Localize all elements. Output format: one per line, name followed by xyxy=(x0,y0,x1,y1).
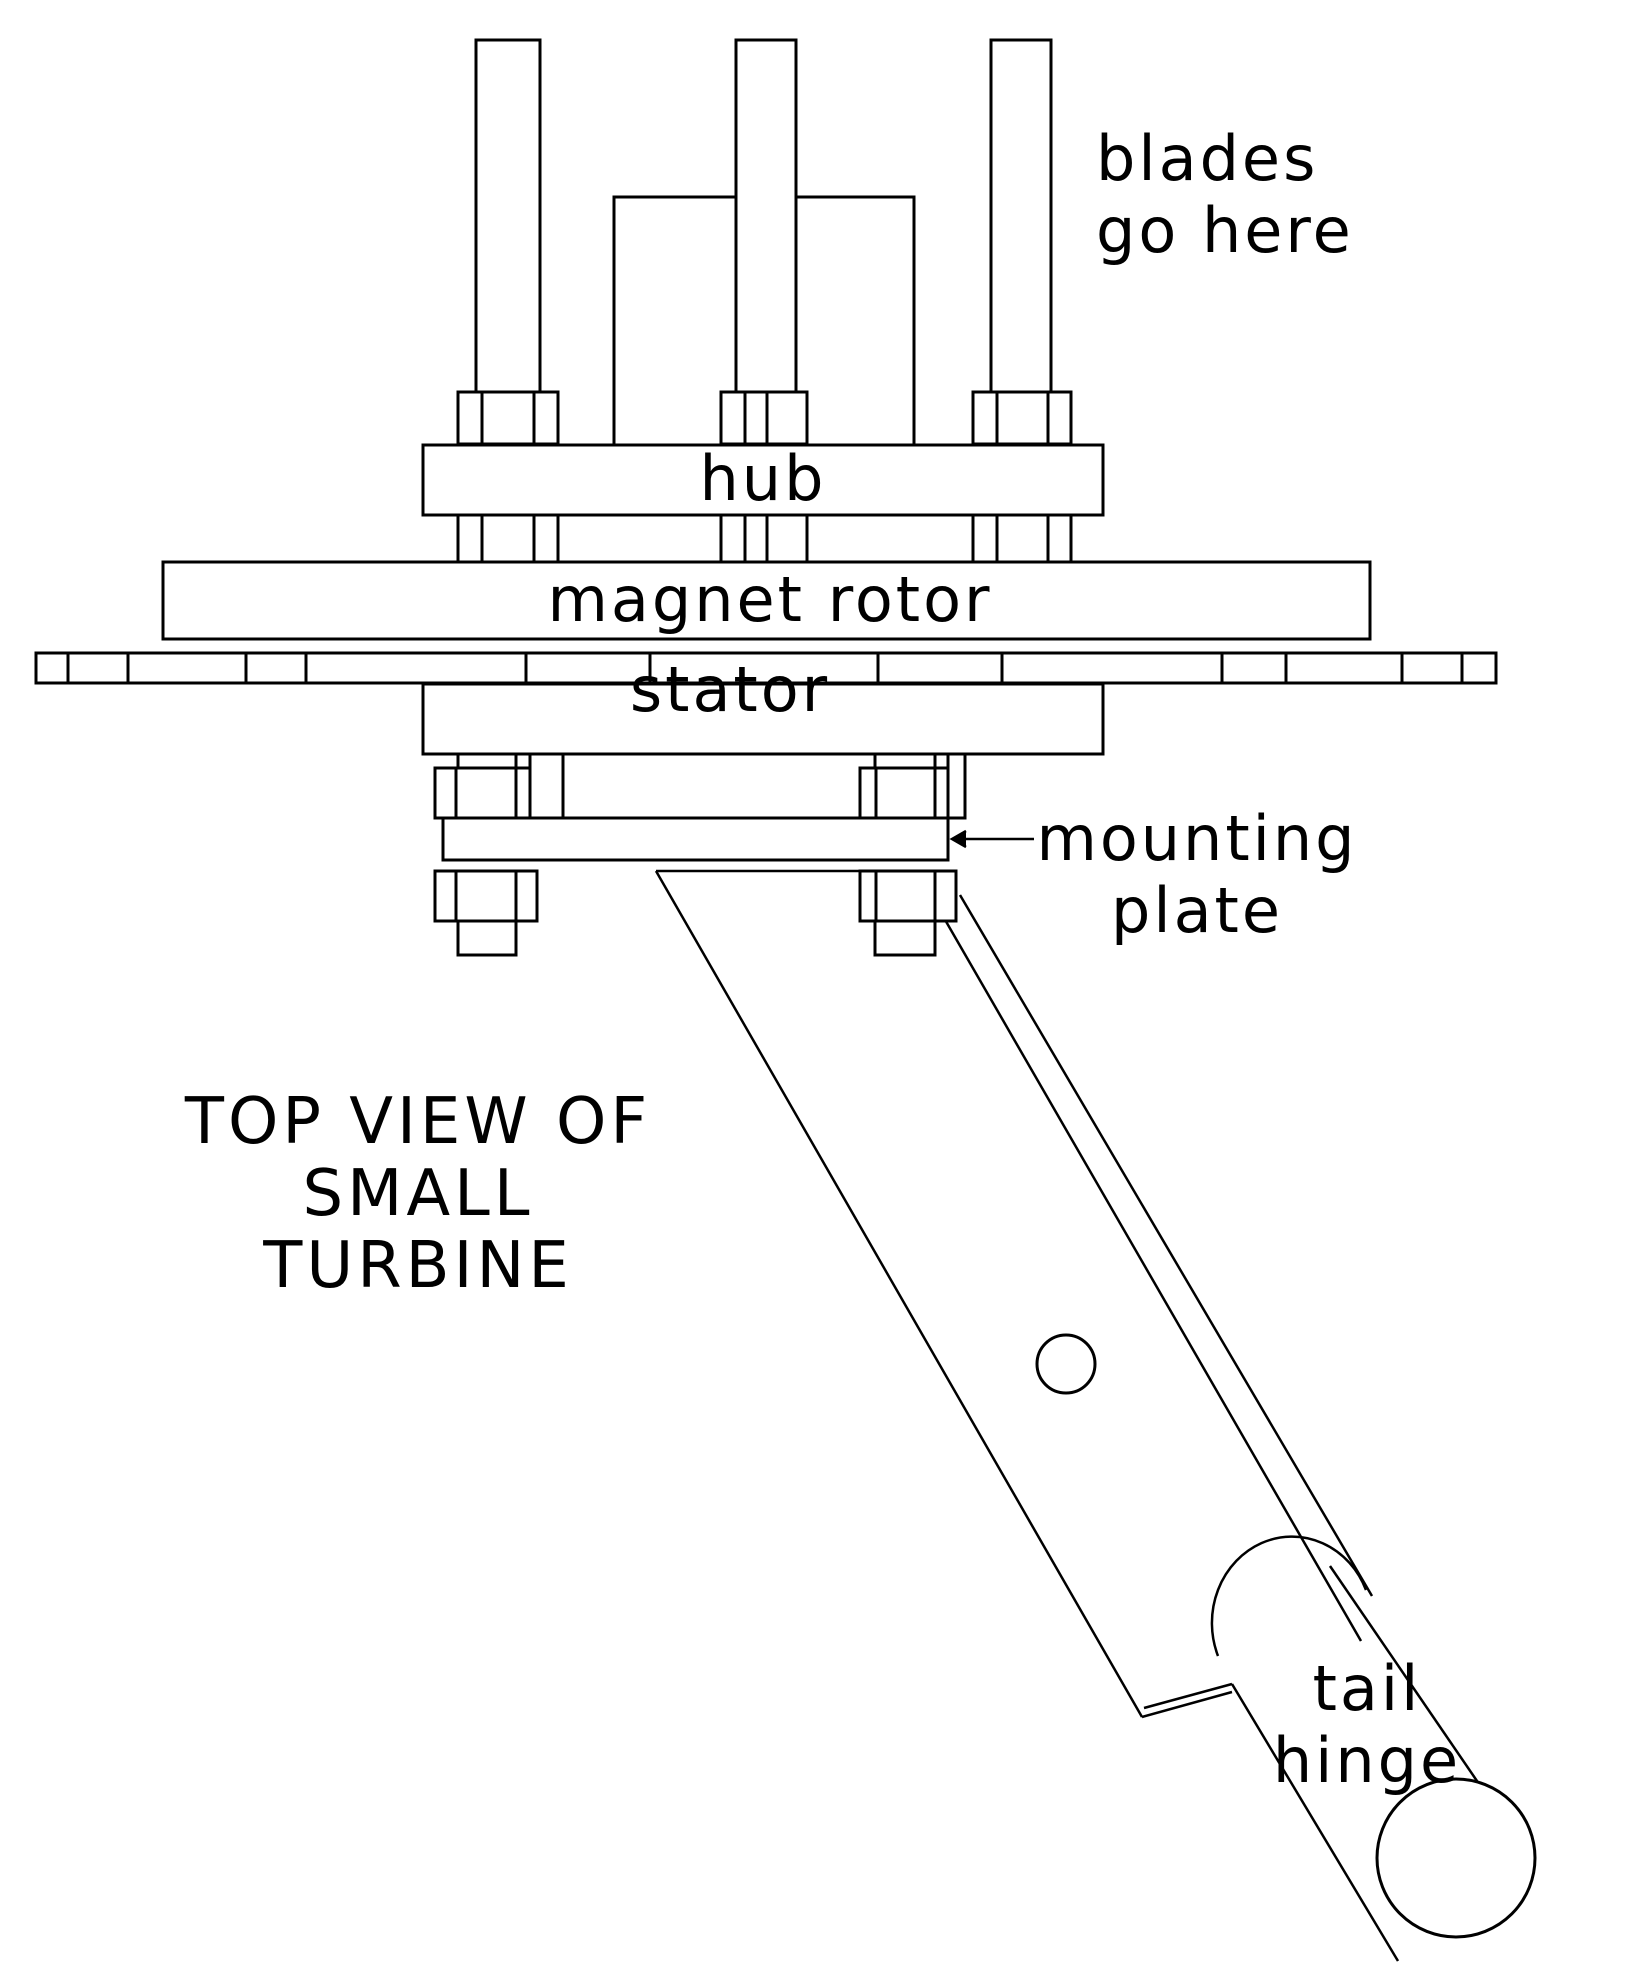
blade-stud-left xyxy=(474,38,542,394)
top-nut-left xyxy=(456,390,560,446)
top-nut-center xyxy=(719,390,809,446)
title-line-2: SMALL xyxy=(302,1157,534,1231)
lower-bolt-left xyxy=(433,752,565,820)
tail-hinge-label-line-2: hinge xyxy=(1272,1724,1462,1797)
blade-stud-right xyxy=(989,38,1053,394)
magnet-rotor-label: magnet rotor xyxy=(547,563,993,636)
tail-hinge-label: tail hinge xyxy=(1262,1658,1472,1792)
blades-label-line-2: go here xyxy=(1096,194,1354,267)
mounting-plate xyxy=(441,816,950,862)
hub xyxy=(421,443,1105,517)
title-line-3: TURBINE xyxy=(263,1229,573,1303)
hub-spacers xyxy=(456,513,1073,564)
stator-label: stator xyxy=(629,653,831,726)
tail-hinge-pipe-end xyxy=(1375,1777,1537,1939)
mounting-plate-label-line-1: mounting xyxy=(1036,802,1358,875)
stator-body xyxy=(421,682,1105,756)
mounting-plate-label: mounting plate xyxy=(1032,808,1362,942)
tail-hinge-label-line-1: tail xyxy=(1312,1652,1422,1725)
lower-bolt-right xyxy=(858,752,967,820)
blades-label-line-1: blades xyxy=(1096,122,1319,195)
boom-hole xyxy=(1035,1333,1097,1395)
top-nut-right xyxy=(971,390,1073,446)
bottom-nut-right xyxy=(858,869,958,957)
mounting-plate-label-line-2: plate xyxy=(1110,874,1284,947)
title-line-1: TOP VIEW OF xyxy=(184,1085,652,1159)
blades-label: blades go here xyxy=(1096,128,1354,262)
tail-boom xyxy=(654,869,1518,1962)
hub-label: hub xyxy=(699,442,827,515)
bottom-nut-left xyxy=(433,869,539,957)
magnet-rotor xyxy=(161,560,1372,641)
diagram-title: TOP VIEW OF SMALL TURBINE xyxy=(158,1090,678,1306)
blade-stud-center xyxy=(734,38,798,394)
mounting-plate-pointer xyxy=(949,829,1034,849)
